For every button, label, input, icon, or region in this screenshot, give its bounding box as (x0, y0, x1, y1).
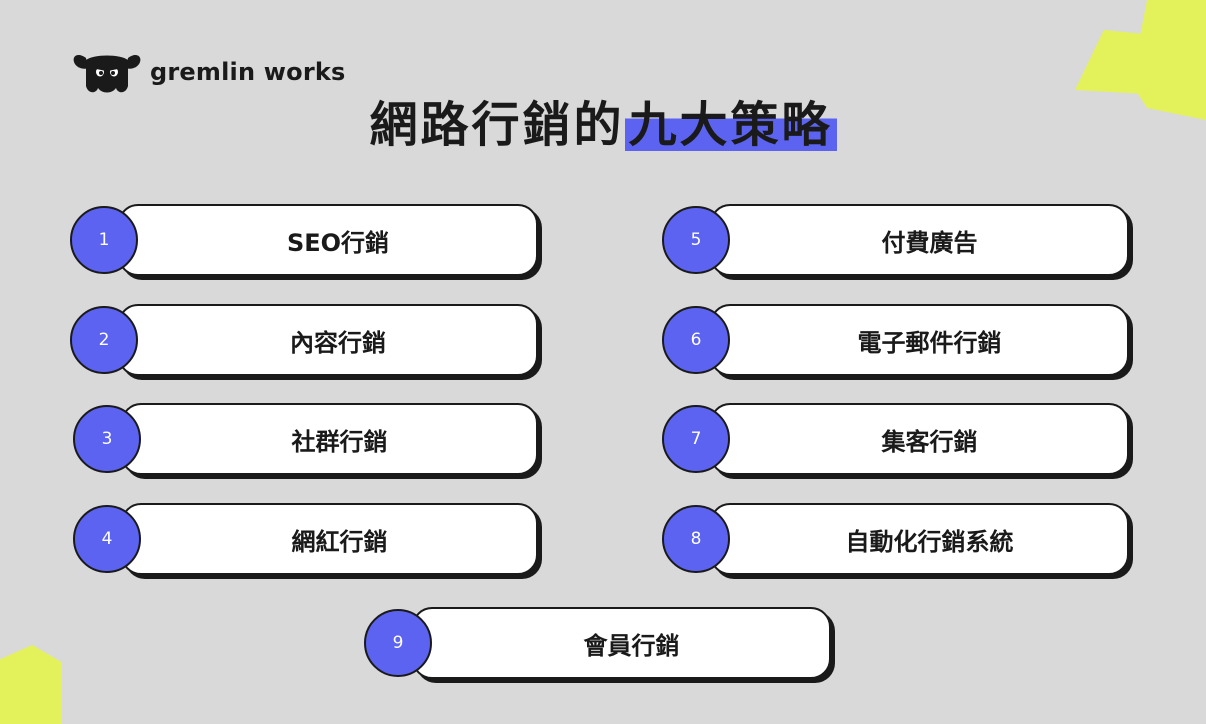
strategy-number-badge: 3 (73, 405, 141, 473)
strategy-card: 集客行銷 (710, 403, 1129, 475)
strategy-number-badge: 2 (70, 306, 138, 374)
strategy-card: 社群行銷 (121, 403, 538, 475)
strategy-card: 會員行銷 (412, 607, 831, 679)
strategy-item-7: 集客行銷 7 (662, 403, 1133, 479)
strategy-label: SEO行銷 (286, 228, 390, 257)
strategy-label: 付費廣告 (881, 228, 978, 257)
decorative-shape-bottom-left (0, 645, 62, 724)
strategy-label: 會員行銷 (583, 631, 680, 660)
strategy-number-badge: 5 (662, 206, 730, 274)
brand-name: gremlin works (150, 58, 346, 86)
strategy-number-badge: 8 (662, 505, 730, 573)
strategy-card: 自動化行銷系統 (710, 503, 1129, 575)
strategy-label: 自動化行銷系統 (845, 527, 1014, 556)
strategy-label: 集客行銷 (881, 427, 978, 456)
strategy-card: 付費廣告 (710, 204, 1129, 276)
strategy-item-8: 自動化行銷系統 8 (662, 503, 1133, 579)
strategy-card: 內容行銷 (118, 304, 538, 376)
strategy-number-badge: 7 (662, 405, 730, 473)
strategy-item-6: 電子郵件行銷 6 (662, 304, 1133, 380)
title-part-2-highlight: 九大策略 (624, 97, 837, 153)
strategy-item-9: 會員行銷 9 (364, 607, 835, 683)
strategy-item-4: 網紅行銷 4 (73, 503, 542, 579)
title-part-1: 網路行銷的 (369, 97, 625, 153)
page-title: 網路行銷的九大策略 (0, 94, 1206, 156)
strategy-card: 網紅行銷 (121, 503, 538, 575)
strategy-item-2: 內容行銷 2 (70, 304, 542, 380)
strategy-number-badge: 9 (364, 609, 432, 677)
strategy-number-badge: 4 (73, 505, 141, 573)
strategy-label: 網紅行銷 (291, 527, 388, 556)
strategy-label: 內容行銷 (290, 328, 386, 357)
strategy-label: 社群行銷 (291, 427, 388, 456)
strategy-label: 電子郵件行銷 (857, 328, 1002, 357)
strategy-item-5: 付費廣告 5 (662, 204, 1133, 280)
strategy-card: SEO行銷 (118, 204, 538, 276)
strategy-card: 電子郵件行銷 (710, 304, 1129, 376)
brand-logo: gremlin works (72, 48, 346, 96)
gremlin-face-icon (73, 55, 141, 93)
strategy-item-1: SEO行銷 1 (70, 204, 542, 280)
strategy-number-badge: 1 (70, 206, 138, 274)
strategy-number-badge: 6 (662, 306, 730, 374)
strategy-item-3: 社群行銷 3 (73, 403, 542, 479)
